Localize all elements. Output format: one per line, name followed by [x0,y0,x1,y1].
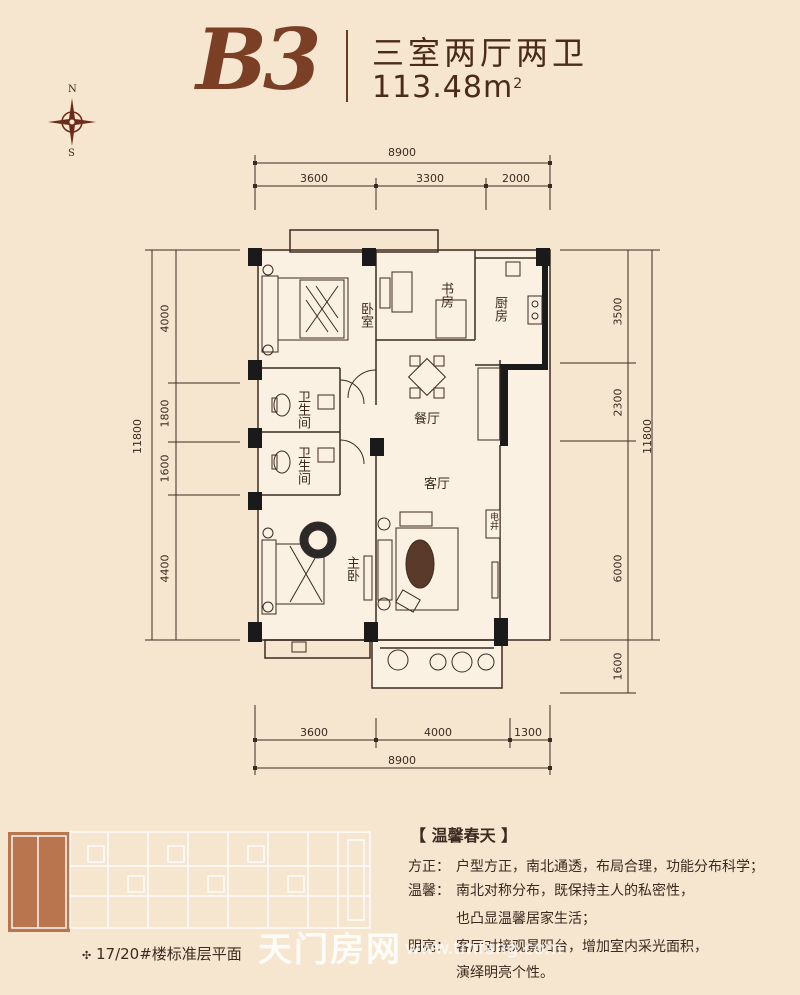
watermark: 天门房网 [258,930,402,970]
room-label-dining: 餐厅 [414,412,441,427]
room-label-study: 书房 [436,282,455,308]
feature-text-3-line-2: 演绎明亮个性。 [456,965,554,981]
floor-plan-caption: ✣ 17/20#楼标准层平面 [82,943,242,964]
feature-text-2-line-2: 也凸显温馨居家生活； [456,911,596,927]
dim-top-3: 2000 [502,172,530,185]
feature-label-3: 明亮： [408,939,450,955]
dim-top-total: 8900 [388,146,416,159]
north-arrow-icon: ✣ [82,949,92,962]
room-label-cabinet: 电井 [488,512,498,530]
dimension-lines [145,155,660,775]
room-label-living: 客厅 [424,477,451,492]
compass-north-label: N [68,84,77,95]
feature-label-1: 方正： [408,859,450,875]
floor-plan-caption-text: 17/20#楼标准层平面 [96,945,242,963]
room-label-master-bedroom: 主卧 [344,556,359,582]
room-label-bedroom: 卧室 [358,302,373,328]
dim-top-1: 3600 [300,172,328,185]
room-label-kitchen: 厨房 [492,296,507,322]
key-plan [8,831,371,932]
feature-heading: 【 温馨春天 】 [410,826,518,845]
dim-top-2: 3300 [416,172,444,185]
layout-type: 三室两厅两卫 [372,34,589,72]
dim-bottom-1: 3600 [300,726,328,739]
unit-code: B3 [196,10,321,109]
feature-text-3-line-1: 客厅对接观景阳台，增加室内采光面积， [456,939,708,955]
unit-area: 113.48m2 [372,70,523,105]
floor-plan [248,229,551,689]
room-label-study-text: 书房 [438,282,453,308]
watermark-url: www.tmfang.com [405,938,563,959]
area-unit-sup: 2 [513,76,524,92]
feature-text-1-line-1: 户型方正，南北通透，布局合理，功能分布科学； [456,859,764,875]
feature-text-2-line-1: 南北对称分布，既保持主人的私密性， [456,883,694,899]
dim-bottom-3: 1300 [514,726,542,739]
area-value: 113.48m [372,70,514,105]
feature-label-2: 温馨： [408,883,450,899]
room-label-bathroom-2: 卫生间 [295,446,310,485]
dim-bottom-2: 4000 [424,726,452,739]
compass-south-label: S [68,148,75,159]
title-divider [346,30,348,102]
dim-bottom-total: 8900 [388,754,416,767]
compass-rose-icon [48,98,96,146]
room-label-bathroom-1: 卫生间 [295,390,310,429]
